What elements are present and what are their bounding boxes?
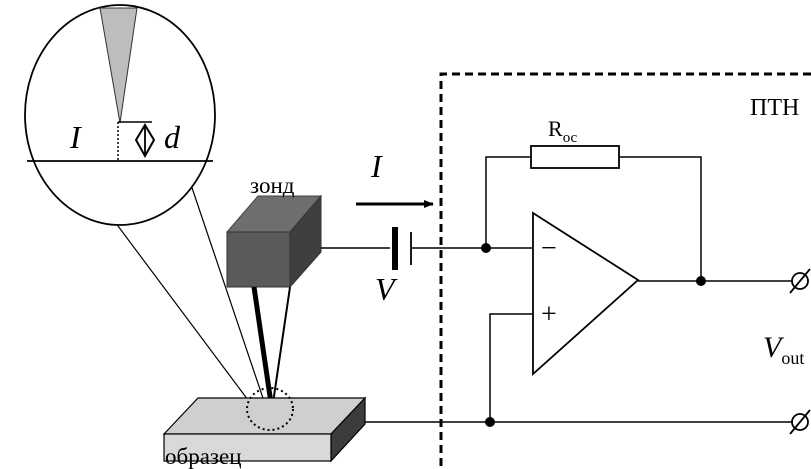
probe-block [225, 194, 323, 289]
current-label: I [370, 148, 383, 184]
voltage-label: V [375, 271, 398, 307]
feedback-loop [485, 156, 702, 281]
converter-box [439, 72, 811, 469]
sample-slab [162, 396, 367, 463]
op-amp [532, 211, 640, 377]
junction-dots [481, 243, 706, 427]
tip-region-highlight [246, 387, 294, 431]
output-terminal-top [789, 268, 811, 294]
ground-reference-wire [489, 313, 533, 422]
noninverting-input-sign: + [541, 299, 557, 330]
probe-tip [251, 286, 291, 411]
converter-label: ПТН [750, 95, 799, 121]
magnified-view: I d [24, 4, 216, 226]
tip-magnified [99, 7, 138, 124]
current-label-magnified: I [69, 119, 82, 155]
probe-label: зонд [250, 173, 295, 198]
sample-label: образец [165, 444, 242, 469]
feedback-resistor [530, 145, 620, 169]
distance-label: d [164, 119, 181, 155]
battery-icon [392, 227, 412, 270]
output-terminal-bottom [789, 409, 811, 435]
resistor-label: Rос [548, 116, 578, 146]
inverting-input-sign: − [541, 233, 557, 264]
output-voltage-label: Vout [763, 331, 804, 368]
